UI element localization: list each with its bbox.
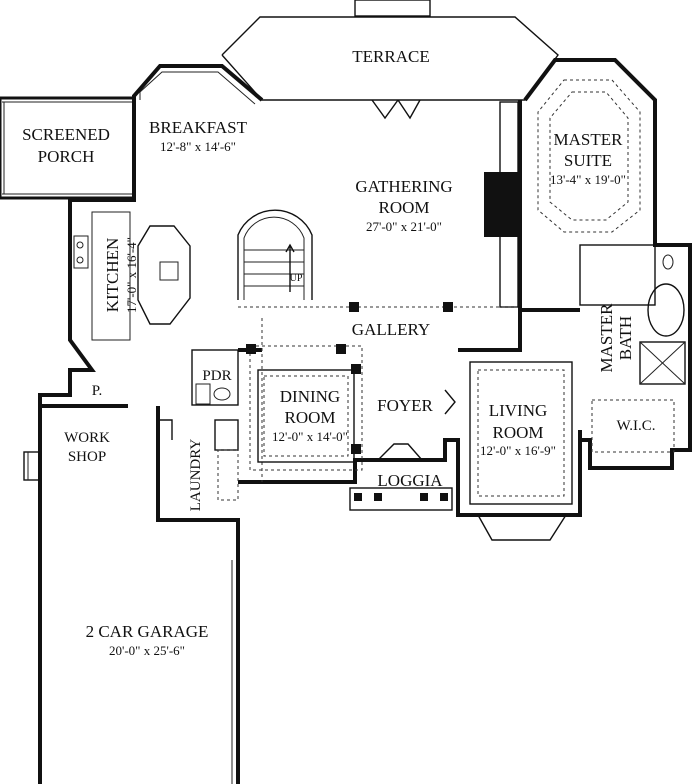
loggia-label: LOGGIA bbox=[377, 471, 443, 490]
gallery-area bbox=[238, 302, 520, 482]
gathering-room-label-line1: GATHERING bbox=[355, 177, 452, 196]
foyer-area bbox=[377, 389, 456, 461]
gathering-room-area bbox=[371, 99, 522, 308]
breakfast-dims: 12'-8" x 14'-6" bbox=[160, 139, 236, 154]
wic-area bbox=[591, 399, 675, 453]
dining-room-dims: 12'-0" x 14'-0" bbox=[272, 429, 348, 444]
master-suite-area bbox=[537, 79, 641, 233]
screened-porch-label-line2: PORCH bbox=[38, 147, 95, 166]
loggia-area bbox=[349, 487, 453, 511]
garage-dims: 20'-0" x 25'-6" bbox=[109, 643, 185, 658]
gathering-room-dims: 27'-0" x 21'-0" bbox=[366, 219, 442, 234]
screened-porch-label-line1: SCREENED bbox=[22, 125, 110, 144]
living-room-label-line2: ROOM bbox=[492, 423, 543, 442]
master-bath-label-line2: BATH bbox=[616, 316, 635, 360]
gallery-label: GALLERY bbox=[352, 320, 430, 339]
dining-room-label-line1: DINING bbox=[280, 387, 340, 406]
master-suite-dims: 13'-4" x 19'-0" bbox=[550, 172, 626, 187]
dining-room-area bbox=[246, 344, 363, 471]
living-room-dims: 12'-0" x 16'-9" bbox=[480, 443, 556, 458]
workshop-door bbox=[23, 451, 41, 481]
stair bbox=[237, 209, 313, 300]
master-suite-label-line1: MASTER bbox=[554, 130, 624, 149]
breakfast-bay bbox=[139, 71, 256, 105]
master-bath-label-line1: MASTER bbox=[597, 303, 616, 373]
gathering-room-label-line2: ROOM bbox=[378, 198, 429, 217]
kitchen-island bbox=[73, 211, 191, 341]
foyer-label: FOYER bbox=[377, 396, 433, 415]
laundry-area bbox=[160, 419, 239, 501]
powder-room-area bbox=[191, 349, 239, 406]
kitchen-label: KITCHEN bbox=[103, 238, 122, 313]
master-suite-label-line2: SUITE bbox=[564, 151, 612, 170]
garage-label: 2 CAR GARAGE bbox=[86, 622, 209, 641]
dining-room-label-line2: ROOM bbox=[284, 408, 335, 427]
master-bath-area bbox=[579, 244, 686, 385]
breakfast-label: BREAKFAST bbox=[149, 118, 248, 137]
stair-up-label: UP bbox=[290, 273, 303, 284]
work-shop-label-line1: WORK bbox=[64, 430, 110, 446]
terrace-label: TERRACE bbox=[352, 47, 429, 66]
laundry-label: LAUNDRY bbox=[188, 439, 204, 512]
wic-label: W.I.C. bbox=[616, 418, 655, 434]
pantry-label: P. bbox=[92, 383, 102, 399]
powder-label: PDR bbox=[202, 368, 231, 384]
screened-porch-area bbox=[0, 96, 134, 200]
kitchen-dims: 17'-0" x 16'-4" bbox=[124, 237, 139, 313]
living-room-label-line1: LIVING bbox=[489, 401, 548, 420]
work-shop-label-line2: SHOP bbox=[68, 449, 106, 465]
living-room-area bbox=[469, 361, 573, 541]
